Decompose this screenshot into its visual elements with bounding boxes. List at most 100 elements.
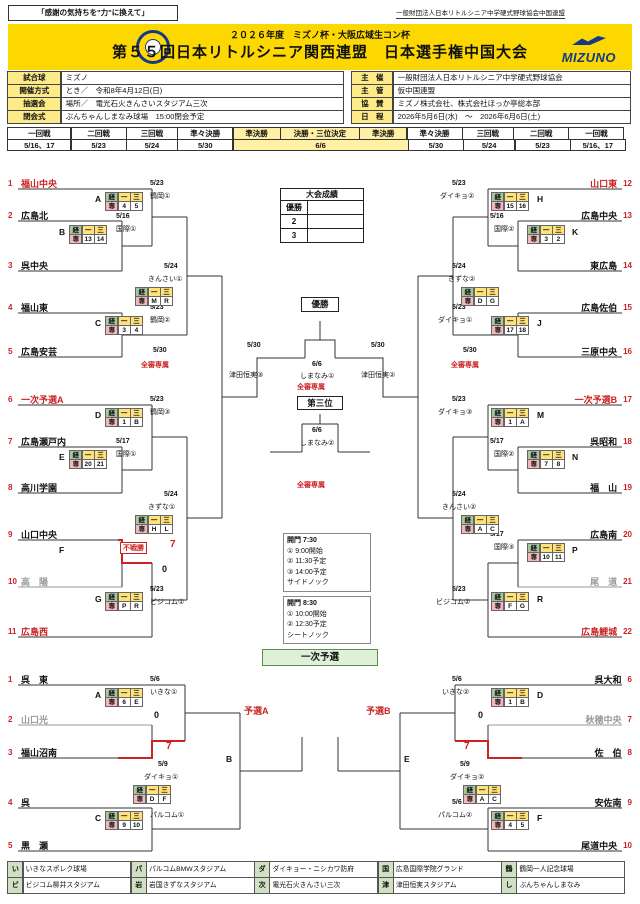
legend-venue: 鶴岡一人記念球場: [516, 861, 626, 878]
badge-cell: B: [129, 417, 143, 428]
badge-cell: 1: [503, 697, 517, 708]
badge-cell: 専: [491, 601, 505, 612]
match-letter: A: [95, 690, 102, 700]
seed-number: 10: [8, 576, 17, 586]
info-value: 仮中国連盟: [392, 84, 631, 98]
badge-cell: 21: [93, 459, 107, 470]
seed-number: 3: [8, 260, 13, 270]
tournament-title: 第５５回日本リトルシニア関西連盟 日本選手権中国大会: [111, 44, 528, 61]
match-letter: D: [95, 410, 102, 420]
badge-cell: F: [503, 601, 517, 612]
seed-number: 9: [8, 529, 13, 539]
badge-cell: 専: [491, 417, 505, 428]
badge-cell: 専: [135, 524, 149, 535]
match-venue: ダイキョ③: [438, 409, 473, 416]
team-name: 広島北: [21, 210, 49, 221]
badge-cell: A: [473, 524, 487, 535]
team-name: 一次予選A: [21, 394, 64, 405]
info-value: ミズノ株式会社、株式会社ほっか亭総本部: [392, 97, 631, 111]
legend-row: ビビジコム柳井スタジアム 岩岩国きずなスタジアム 次電光石火きんさい三次 津津田…: [7, 877, 632, 894]
standings-row: 3: [280, 228, 364, 243]
seed-number: 14: [623, 260, 632, 270]
match-date: 5/23: [452, 180, 466, 187]
badge-cell: G: [515, 601, 529, 612]
match-venue: 国際①: [116, 226, 137, 233]
match-date: 5/6: [452, 799, 462, 806]
badge-cell: 専: [105, 697, 119, 708]
badge-cell: 15: [503, 201, 517, 212]
seed-number: 5: [8, 840, 13, 850]
info-value: 一般財団法人日本リトルシニア中学硬式野球協会: [392, 71, 631, 85]
standings-value: [307, 200, 364, 215]
team-name: 一次予選B: [574, 394, 618, 405]
badge-cell: C: [485, 524, 499, 535]
standings-table: 大会成績 優勝 2 3: [280, 188, 364, 243]
badge-cell: E: [129, 697, 143, 708]
seed-number: 16: [623, 346, 632, 356]
walkover-score-lose: 0: [162, 564, 168, 574]
semifinal-date: 5/30: [371, 342, 385, 349]
badge-cell: 専: [105, 601, 119, 612]
team-name: 尾道中央: [581, 840, 618, 851]
match-venue: いきな①: [150, 689, 178, 696]
legend-venue: 電光石火きんさい三次: [269, 877, 379, 894]
badge-cell: A: [475, 794, 489, 805]
seed-number: 1: [8, 674, 13, 684]
match-letter: M: [537, 410, 545, 420]
legend-key: ダ: [254, 861, 271, 878]
match-venue: 国際②: [494, 226, 515, 233]
legend-key: 岩: [130, 877, 147, 894]
team-name: 山口光: [21, 714, 49, 725]
seed-number: 4: [8, 797, 13, 807]
team-row: 一次予選B 17: [486, 393, 632, 405]
match-venue: ビジコム②: [436, 599, 471, 606]
mizuno-logo: MIZUNO: [562, 32, 616, 65]
seed-number: 13: [623, 210, 632, 220]
info-label: 開催方式: [7, 84, 62, 98]
match-venue: パルコム①: [150, 812, 185, 819]
info-row: 協 賛ミズノ株式会社、株式会社ほっか亭総本部: [351, 97, 632, 111]
team-name: 山口東: [590, 178, 618, 189]
seed-number: 6: [8, 394, 13, 404]
match-date: 5/17: [490, 438, 504, 445]
standings-value: [307, 214, 364, 229]
seed-number: 11: [8, 626, 17, 636]
badge-cell: 18: [515, 325, 529, 336]
third-place-box: 第三位: [297, 396, 343, 410]
team-name: 呉 東: [21, 674, 49, 685]
match-date: 5/23: [150, 304, 164, 311]
match-venue: 鶴岡①: [150, 193, 171, 200]
match-date: 5/24: [164, 491, 178, 498]
badge-cell: A: [515, 417, 529, 428]
match-venue: ビジコム①: [150, 599, 185, 606]
badge-cell: 専: [527, 234, 541, 245]
round-date-cell: 6/6: [232, 138, 409, 152]
seed-number: 7: [627, 714, 632, 724]
match-date: 5/16: [116, 213, 130, 220]
umpire-note: 全審専属: [297, 482, 325, 489]
badge-cell: 専: [105, 417, 119, 428]
standings-rank: 2: [280, 214, 308, 229]
info-value: 2026年5月6日(水) ～ 2026年6月6日(土): [392, 110, 631, 124]
quarterfinal-date: 5/30: [463, 347, 477, 354]
match-date: 5/23: [150, 396, 164, 403]
seed-number: 17: [623, 394, 632, 404]
team-name: 佐 伯: [594, 747, 622, 758]
